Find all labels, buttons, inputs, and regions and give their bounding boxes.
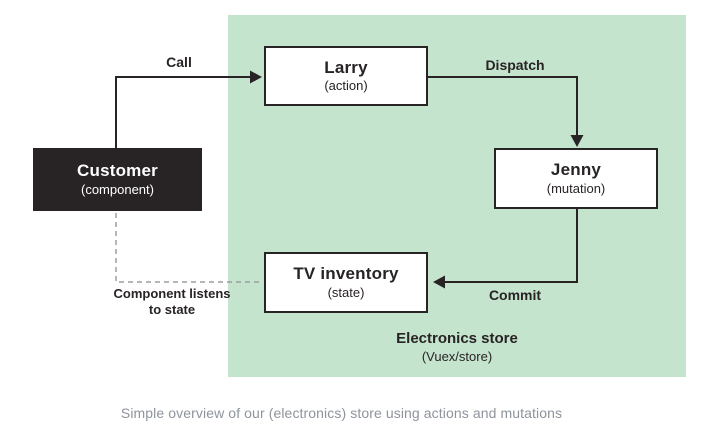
node-larry-title: Larry xyxy=(324,57,368,77)
listens-edge-label: Component listens to state xyxy=(113,286,231,317)
node-tv-inventory-subtitle: (state) xyxy=(327,284,365,300)
commit-edge-label: Commit xyxy=(488,287,542,303)
node-jenny-title: Jenny xyxy=(550,160,602,180)
figure-caption: Simple overview of our (electronics) sto… xyxy=(120,405,563,421)
dispatch-edge-label: Dispatch xyxy=(485,57,545,73)
node-larry-subtitle: (action) xyxy=(324,78,368,94)
node-tv-inventory-title: TV inventory xyxy=(293,264,399,284)
node-larry: Larry (action) xyxy=(264,46,428,106)
electronics-store-subtitle: (Vuex/store) xyxy=(421,349,493,364)
node-customer: Customer (component) xyxy=(33,148,202,211)
electronics-store-title: Electronics store xyxy=(396,330,518,347)
node-tv-inventory: TV inventory (state) xyxy=(264,252,428,313)
node-customer-title: Customer xyxy=(77,161,158,181)
node-jenny: Jenny (mutation) xyxy=(494,148,658,209)
node-customer-subtitle: (component) xyxy=(81,181,154,197)
call-edge-label: Call xyxy=(166,54,192,70)
node-jenny-subtitle: (mutation) xyxy=(546,180,606,196)
